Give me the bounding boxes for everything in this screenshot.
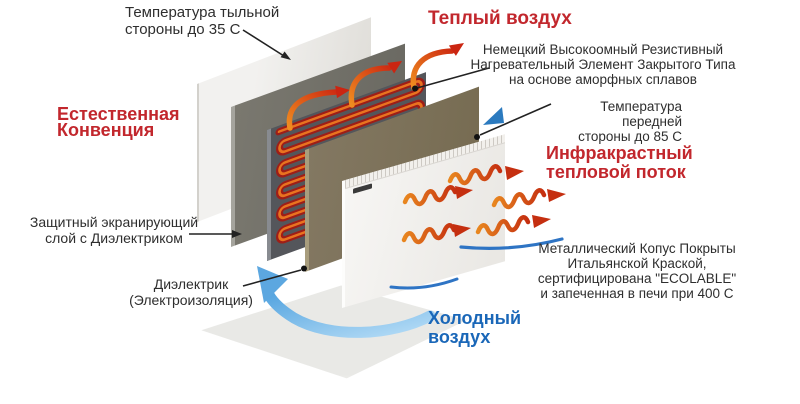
cold-air-swoosh bbox=[389, 277, 459, 290]
label-back-temperature: Температура тыльной стороны до 35 С bbox=[125, 4, 280, 38]
label-warm-air: Теплый воздух bbox=[428, 8, 572, 29]
label-natural-convection: Естественная Конвенция bbox=[57, 104, 180, 140]
label-dielectric: Диэлектрик (Электроизоляция) bbox=[129, 276, 253, 308]
label-cold-air: Холодный воздух bbox=[428, 308, 522, 347]
label-front-temperature: Температура передней стороны до 85 С bbox=[578, 99, 682, 144]
cold-air-swoosh bbox=[459, 237, 564, 250]
front-panel-marker-triangle bbox=[483, 107, 504, 125]
label-metal-body: Металлический Копус Покрыты Итальянской … bbox=[537, 241, 737, 301]
label-heating-element: Немецкий Высокоомный Резистивный Нагрева… bbox=[470, 42, 736, 87]
leader-lines bbox=[189, 29, 552, 287]
warm-air-arrows bbox=[286, 43, 464, 131]
label-shield-layer: Защитный экранирующий слой с Диэлектрико… bbox=[29, 214, 199, 246]
label-infrared-flow: Инфракрастный тепловой поток bbox=[546, 143, 693, 182]
cold-air-arrow bbox=[257, 237, 564, 338]
infrared-arrows bbox=[401, 164, 566, 245]
